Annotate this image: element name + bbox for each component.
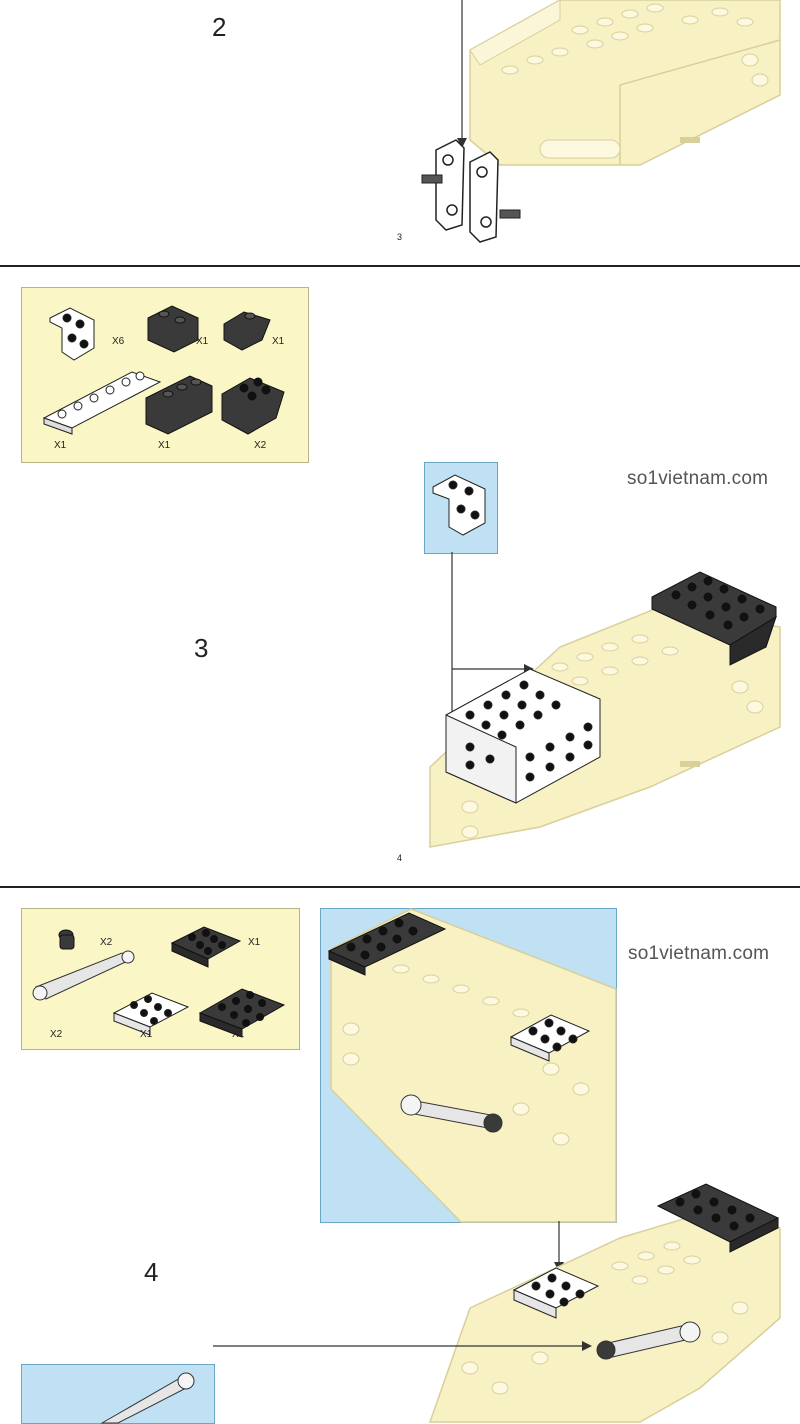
model-illustration [213,1183,781,1423]
white-arm-pieces [435,139,499,243]
step-4-panel: X2 X1 X2 X1 X1 [0,888,800,1424]
black-plate-2x3-icon [170,926,242,968]
black-plate-2x4-icon [198,988,286,1038]
part-qty: X2 [100,937,113,948]
step-2-panel: 2 3 [0,0,800,266]
parts-illustration [32,926,286,1038]
white-bracket-icon [49,307,95,361]
part-qty: X1 [248,937,261,948]
white-bracket-block [445,668,601,804]
black-plates [651,571,777,666]
black-plates [656,1183,780,1253]
white-plate-icon [42,371,162,435]
white-plate [512,1267,600,1319]
black-connector-icon [58,929,75,950]
parts-list: X6 X1 X1 X1 X1 X2 [21,287,309,463]
page-number: 3 [397,232,403,242]
bracket-detail-icon [432,474,486,536]
page-number: 4 [397,853,403,863]
detail-callout [424,462,498,554]
part-qty: X6 [112,336,125,347]
grey-axle-arm-icon [32,950,135,1001]
detail-callout [21,1364,215,1424]
part-qty: X2 [50,1029,63,1040]
part-qty: X1 [232,1029,245,1040]
watermark: so1vietnam.com [628,943,770,964]
white-plate-2x3-icon [112,992,190,1036]
black-brick-icon [147,305,199,353]
parts-list: X2 X1 X2 X1 X1 [21,908,300,1050]
detail-callout [320,908,617,1223]
part-qty: X1 [158,440,171,451]
watermark: so1vietnam.com [627,468,769,489]
white-plate [509,1014,591,1062]
part-qty: X1 [272,336,285,347]
step-number: 2 [212,12,227,42]
black-slope-2x2-icon [221,377,285,435]
model-illustration [421,0,781,243]
axle-arm-detail-icon [100,1372,195,1424]
part-qty: X1 [140,1029,153,1040]
step-number: 3 [194,633,209,663]
step-number: 4 [144,1257,159,1287]
parts-illustration [42,305,285,435]
black-plates [327,912,447,976]
panel-divider [0,265,800,267]
black-brick-1x3-icon [145,375,213,435]
part-qty: X1 [196,336,209,347]
underside-detail-illustration [327,908,617,1223]
model-illustration [429,552,781,848]
black-slope-icon [223,311,271,351]
grey-axle-arm [400,1094,503,1133]
grey-axle-arm [596,1321,701,1360]
part-qty: X2 [254,440,267,451]
part-qty: X1 [54,440,67,451]
panel-divider [0,886,800,888]
step-3-panel: X6 X1 X1 X1 X1 X2 so1vietnam.com 3 4 [0,267,800,886]
